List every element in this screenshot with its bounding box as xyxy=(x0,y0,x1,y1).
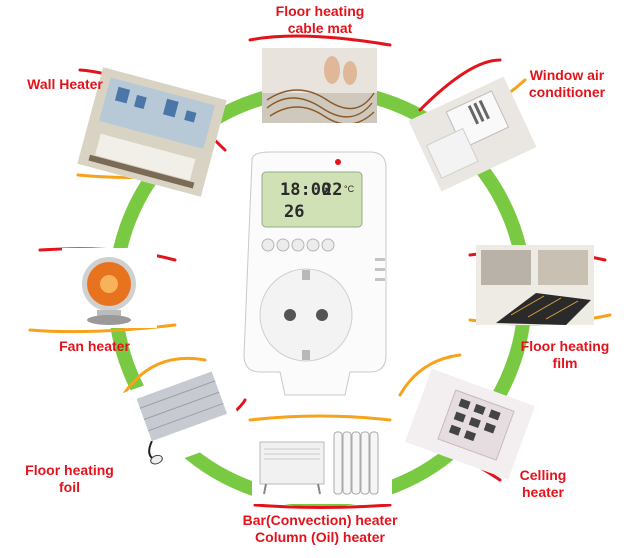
floor-film-photo xyxy=(476,245,594,325)
display-temp-bottom: 26 xyxy=(284,202,305,222)
window-ac-photo xyxy=(408,76,537,192)
label-fan-heater: Fan heater xyxy=(59,338,130,354)
label-wall-heater: Wall Heater xyxy=(27,76,103,92)
display-temp-top: 22 xyxy=(322,180,343,200)
thermostat-plug xyxy=(230,150,390,410)
convection-heater-photo xyxy=(252,424,392,504)
display-time: 18:00 xyxy=(280,180,332,200)
ceiling-heater-photo xyxy=(404,368,536,480)
wall-heater-photo xyxy=(77,67,227,197)
floor-foil-photo xyxy=(114,358,246,474)
cable-mat-photo xyxy=(262,48,377,123)
display-unit: °C xyxy=(344,184,355,194)
fan-heater-photo xyxy=(62,248,157,328)
